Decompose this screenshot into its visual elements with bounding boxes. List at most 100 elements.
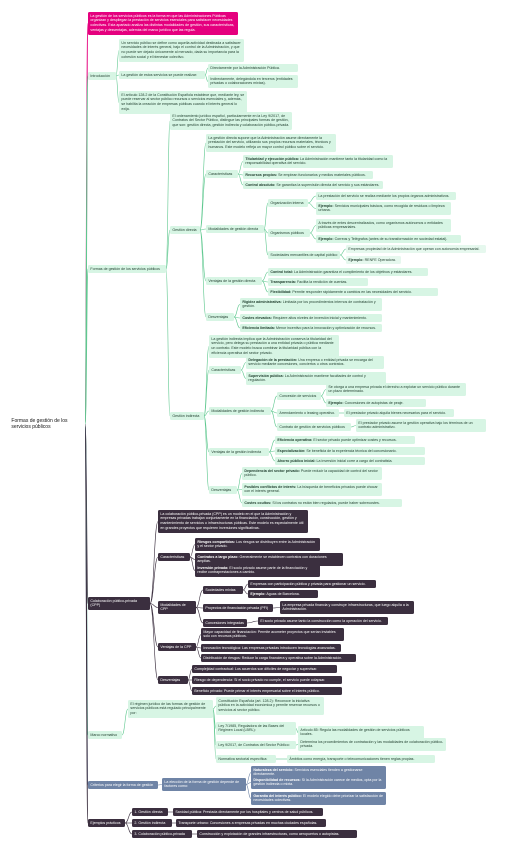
mixtas-ejemplo[interactable]: Ejemplo: Aguas de Barcelona. <box>248 590 318 599</box>
cpp-car-contratos[interactable]: Contratos a largo plazo: Generalmente se… <box>195 553 343 566</box>
arrendamiento-desc[interactable]: El prestador privado alquila bienes nece… <box>344 409 454 418</box>
directa-car-control[interactable]: Control absoluto: Se garantiza la superv… <box>243 181 383 190</box>
cpp-des-complejidad[interactable]: Complejidad contractual: Los acuerdos so… <box>192 665 337 674</box>
marco-lbrl[interactable]: Ley 7/1985, Reguladora de las Bases del … <box>216 722 296 735</box>
directa-caracteristicas[interactable]: Características <box>206 170 238 179</box>
intro-definition[interactable]: Un servicio público se define como aquel… <box>119 39 244 62</box>
cpp-caracteristicas[interactable]: Características <box>158 553 190 562</box>
indirecta-modalidades[interactable]: Modalidades de gestión indirecta <box>209 407 271 416</box>
indirecta-caracteristicas[interactable]: Características <box>209 366 241 375</box>
text: Concesiones de autopistas de peaje. <box>343 400 404 405</box>
cpp-ven-riesgos[interactable]: Distribución de riesgos: Reduce la carga… <box>201 654 356 663</box>
summary-note[interactable]: La gestión de los servicios públicos es … <box>88 12 238 35</box>
indirecta-car-delegacion[interactable]: Delegación de la prestación: Una empresa… <box>246 356 384 369</box>
marco-sectorial[interactable]: Normativa sectorial específica: <box>216 755 276 764</box>
directa-ven-flexibilidad[interactable]: Flexibilidad: Permite responder rápidame… <box>268 288 438 297</box>
sociedades-desc[interactable]: Empresas propiedad de la Administración … <box>346 245 486 254</box>
mod-organismos-publicos[interactable]: Organismos públicos <box>268 229 310 238</box>
mixtas-desc[interactable]: Empresas con participación pública y pri… <box>248 580 376 589</box>
ejemplo-indirecta-desc[interactable]: Transporte urbano: Concesiones a empresa… <box>176 819 326 828</box>
formas-description[interactable]: El ordenamiento jurídico español, partic… <box>170 112 292 130</box>
org-publicos-ejemplo[interactable]: Ejemplo: Correos y Telégrafos (antes de … <box>316 235 461 244</box>
cpp-topic[interactable]: Colaboración público-privada (CPP) <box>88 597 150 610</box>
indirecta-des-dependencia[interactable]: Dependencia del sector privado: Puede re… <box>242 467 382 480</box>
criterio-interes[interactable]: Garantía del interés público: El modelo … <box>251 792 386 805</box>
directa-des-eficiencia[interactable]: Eficiencia limitada: Menor incentivo par… <box>240 324 382 333</box>
sociedades-ejemplo[interactable]: Ejemplo: RENFE Operadora. <box>346 256 401 265</box>
mod-contrato-gestion[interactable]: Contrato de gestión de servicios público… <box>277 423 351 432</box>
cpp-mod-pfi[interactable]: Proyectos de financiación privada (PFI) <box>203 604 273 613</box>
mod-sociedades-mercantiles[interactable]: Sociedades mercantiles de capital públic… <box>268 251 340 260</box>
root-topic[interactable]: Formas de gestión de los servicios públi… <box>9 416 85 433</box>
indirecta-ven-ahorro[interactable]: Ahorro público inicial: La inversión ini… <box>275 457 425 466</box>
ejemplo-cpp[interactable]: 3. Colaboración público-privada <box>132 830 192 839</box>
cpp-car-inversion[interactable]: Inversión privada: El socio privado asum… <box>195 564 320 577</box>
integradas-desc[interactable]: El socio privado asume tanto la construc… <box>258 617 388 626</box>
indirecta-des-costes[interactable]: Costes ocultos: Si los contratos no está… <box>242 499 402 508</box>
mod-organizacion-interna[interactable]: Organización interna <box>268 199 308 208</box>
criterio-naturaleza[interactable]: Naturaleza del servicio: Servicios esenc… <box>251 766 386 779</box>
cpp-ven-innovacion[interactable]: Innovación tecnológica: Las empresas pri… <box>201 644 341 653</box>
directa-ventajas[interactable]: Ventajas de la gestión directa <box>206 277 262 286</box>
intro-topic[interactable]: Introducción <box>88 72 116 81</box>
cpp-definition[interactable]: La colaboración público-privada (CPP) es… <box>158 510 308 533</box>
criterios-definition[interactable]: La elección de la forma de gestión depen… <box>162 778 246 791</box>
ejemplo-indirecta[interactable]: 2. Gestión indirecta <box>132 819 172 828</box>
pfi-desc[interactable]: La empresa privada financia y construye … <box>280 601 414 614</box>
intro-gestion-directa[interactable]: Directamente por la Administración Públi… <box>208 64 298 73</box>
indirecta-definition[interactable]: La gestión indirecta implica que la Admi… <box>209 335 339 358</box>
marco-sectorial-desc[interactable]: Ámbitos como energía, transporte o telec… <box>287 755 435 764</box>
cpp-modalidades[interactable]: Modalidades de CPP <box>158 601 196 614</box>
marco-topic[interactable]: Marco normativo <box>88 731 122 740</box>
mod-concesion[interactable]: Concesión de servicios <box>277 392 321 401</box>
cpp-desventajas[interactable]: Desventajas <box>158 676 188 685</box>
org-interna-ejemplo[interactable]: Ejemplo: Servicios municipales básicos, … <box>316 202 451 215</box>
intro-constitucion[interactable]: El artículo 128.2 de la Constitución Esp… <box>119 91 247 114</box>
ejemplo-directa-desc[interactable]: Sanidad pública: Prestada directamente p… <box>173 808 323 817</box>
concesion-desc[interactable]: Se otorga a una empresa privada el derec… <box>326 383 466 396</box>
gestion-directa-topic[interactable]: Gestión directa <box>170 226 200 235</box>
mod-arrendamiento[interactable]: Arrendamiento o leasing operativo. <box>277 409 339 418</box>
directa-car-recursos[interactable]: Recursos propios: Se emplean funcionario… <box>243 171 373 180</box>
criterio-recursos[interactable]: Disponibilidad de recursos: Si la Admini… <box>251 776 386 789</box>
criterios-topic[interactable]: Criterios para elegir la forma de gestió… <box>88 781 158 790</box>
indirecta-ventajas[interactable]: Ventajas de la gestión indirecta <box>209 448 269 457</box>
cpp-ven-financiacion[interactable]: Mayor capacidad de financiación: Permite… <box>201 628 344 641</box>
contrato-gestion-desc[interactable]: El prestador privado asume la gestión op… <box>356 419 486 432</box>
cpp-ventajas[interactable]: Ventajas de la CPP <box>158 643 196 652</box>
connector-intro-gestion-indirecta <box>204 74 209 82</box>
indirecta-des-conflictos[interactable]: Posibles conflictos de interés: La búsqu… <box>242 483 382 496</box>
cpp-des-dependencia[interactable]: Riesgo de dependencia: Si el socio priva… <box>192 676 342 685</box>
directa-car-titularidad[interactable]: Titularidad y ejecución pública: La Admi… <box>243 155 393 168</box>
marco-definition[interactable]: El régimen jurídico de las formas de ges… <box>128 700 213 718</box>
directa-ven-control[interactable]: Control total: La Administración garanti… <box>268 268 428 277</box>
marco-lbrl-art85[interactable]: Artículo 85: Regula las modalidades de g… <box>298 726 424 739</box>
directa-des-costes[interactable]: Costes elevados: Requiere altos niveles … <box>240 314 382 323</box>
directa-des-rigidez[interactable]: Rigidez administrativa: Limitada por los… <box>240 298 382 311</box>
indirecta-ven-especializacion[interactable]: Especialización: Se beneficia de la expe… <box>275 447 425 456</box>
cpp-mod-integradas[interactable]: Concesiones integradas <box>203 619 247 628</box>
marco-lcsp[interactable]: Ley 9/2017, de Contratos del Sector Públ… <box>216 741 296 750</box>
directa-ven-transparencia[interactable]: Transparencia: Facilita la rendición de … <box>268 278 368 287</box>
indirecta-car-supervision[interactable]: Supervisión pública: La Administración m… <box>246 372 386 385</box>
directa-modalidades[interactable]: Modalidades de gestión directa <box>206 225 264 234</box>
cpp-mod-mixtas[interactable]: Sociedades mixtas <box>203 586 243 595</box>
concesion-ejemplo[interactable]: Ejemplo: Concesiones de autopistas de pe… <box>326 399 426 408</box>
org-interna-desc[interactable]: La prestación del servicio se realiza me… <box>316 192 456 201</box>
ejemplo-cpp-desc[interactable]: Construcción y explotación de grandes in… <box>197 830 357 839</box>
marco-lcsp-desc[interactable]: Determina los procedimientos de contrata… <box>298 738 446 751</box>
ejemplo-directa[interactable]: 1. Gestión directa <box>132 808 168 817</box>
org-publicos-desc[interactable]: A través de entes descentralizados, como… <box>316 219 451 232</box>
intro-gestion[interactable]: La gestión de estos servicios se puede r… <box>119 71 205 80</box>
indirecta-desventajas[interactable]: Desventajas <box>209 486 237 495</box>
indirecta-ven-eficiencia[interactable]: Eficiencia operativa: El sector privado … <box>275 436 415 445</box>
intro-gestion-indirecta[interactable]: Indirectamente, delegándola en terceros … <box>208 75 298 88</box>
ejemplos-topic[interactable]: Ejemplos prácticos <box>88 819 125 828</box>
cpp-des-beneficio[interactable]: Beneficio privado: Puede primar el inter… <box>192 687 342 696</box>
directa-definition[interactable]: La gestión directa supone que la Adminis… <box>206 134 336 152</box>
marco-constitucion[interactable]: Constitución Española (art. 128.2): Reco… <box>216 697 324 715</box>
directa-desventajas[interactable]: Desventajas <box>206 313 234 322</box>
gestion-indirecta-topic[interactable]: Gestión indirecta <box>170 412 204 421</box>
cpp-car-riesgos[interactable]: Riesgos compartidos: Los riesgos se dist… <box>195 538 320 551</box>
formas-topic[interactable]: Formas de gestión de los servicios públi… <box>88 265 166 274</box>
